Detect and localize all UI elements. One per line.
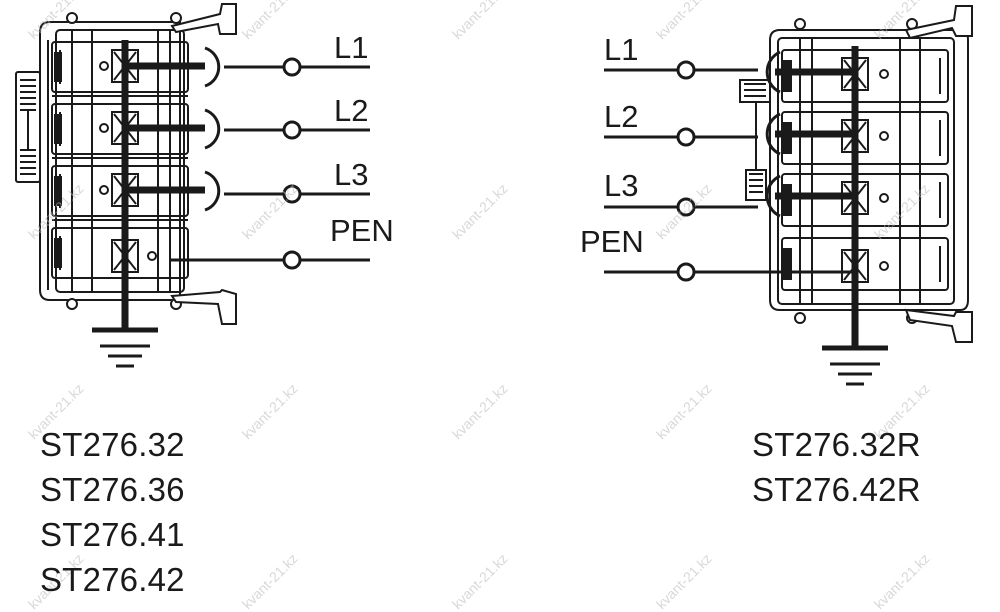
left-device-body <box>39 21 189 301</box>
watermark: kvant-21.kz <box>653 550 715 612</box>
model-number: ST276.42 <box>40 561 185 598</box>
left-phase-wires <box>170 65 370 262</box>
left-phase-arcs <box>204 46 221 212</box>
right-device: L1 L2 L3 PEN <box>580 5 973 386</box>
right-module-inserts <box>782 60 792 280</box>
left-module-inserts <box>54 52 62 268</box>
right-bus-bars <box>775 46 859 346</box>
left-terminal-circle-icon <box>282 57 302 270</box>
left-label-l3: L3 <box>334 157 368 192</box>
watermark: kvant-21.kz <box>653 380 715 442</box>
watermark: kvant-21.kz <box>871 550 933 612</box>
left-label-l2: L2 <box>334 93 368 128</box>
watermark: kvant-21.kz <box>653 0 715 42</box>
right-device-body <box>769 29 969 311</box>
left-device: L1 L2 L3 PEN <box>15 3 394 368</box>
right-terminal-circle-icon <box>676 60 696 282</box>
watermark: kvant-21.kz <box>449 550 511 612</box>
model-number: ST276.32 <box>40 426 185 463</box>
left-model-list: ST276.32 ST276.36 ST276.41 ST276.42 <box>40 422 185 602</box>
right-label-l2: L2 <box>604 99 638 134</box>
left-label-pen: PEN <box>330 213 394 248</box>
right-model-list: ST276.32R ST276.42R <box>752 422 921 512</box>
right-label-l3: L3 <box>604 168 638 203</box>
model-number: ST276.42R <box>752 471 921 508</box>
watermark: kvant-21.kz <box>449 380 511 442</box>
right-ground-symbol-icon <box>822 345 888 386</box>
left-label-l1: L1 <box>334 30 368 65</box>
right-phase-arcs <box>765 50 781 218</box>
model-number: ST276.41 <box>40 516 185 553</box>
model-number: ST276.36 <box>40 471 185 508</box>
left-bus-bars <box>121 40 205 330</box>
watermark: kvant-21.kz <box>449 180 511 242</box>
right-spring-mechanism <box>739 79 771 201</box>
left-ground-symbol-icon <box>92 327 158 368</box>
watermark: kvant-21.kz <box>871 180 933 242</box>
watermark: kvant-21.kz <box>239 380 301 442</box>
watermark: kvant-21.kz <box>239 180 301 242</box>
watermark: kvant-21.kz <box>653 180 715 242</box>
model-number: ST276.32R <box>752 426 921 463</box>
left-mounting-bracket-icon <box>170 3 237 325</box>
watermark: kvant-21.kz <box>239 550 301 612</box>
watermark: kvant-21.kz <box>449 0 511 42</box>
right-mounting-bracket-icon <box>904 5 973 343</box>
right-label-pen: PEN <box>580 224 644 259</box>
watermark: kvant-21.kz <box>239 0 301 42</box>
right-phase-wires <box>604 68 855 274</box>
right-contact-blocks <box>841 57 889 283</box>
right-label-l1: L1 <box>604 32 638 67</box>
left-spring-mechanism <box>15 71 41 183</box>
